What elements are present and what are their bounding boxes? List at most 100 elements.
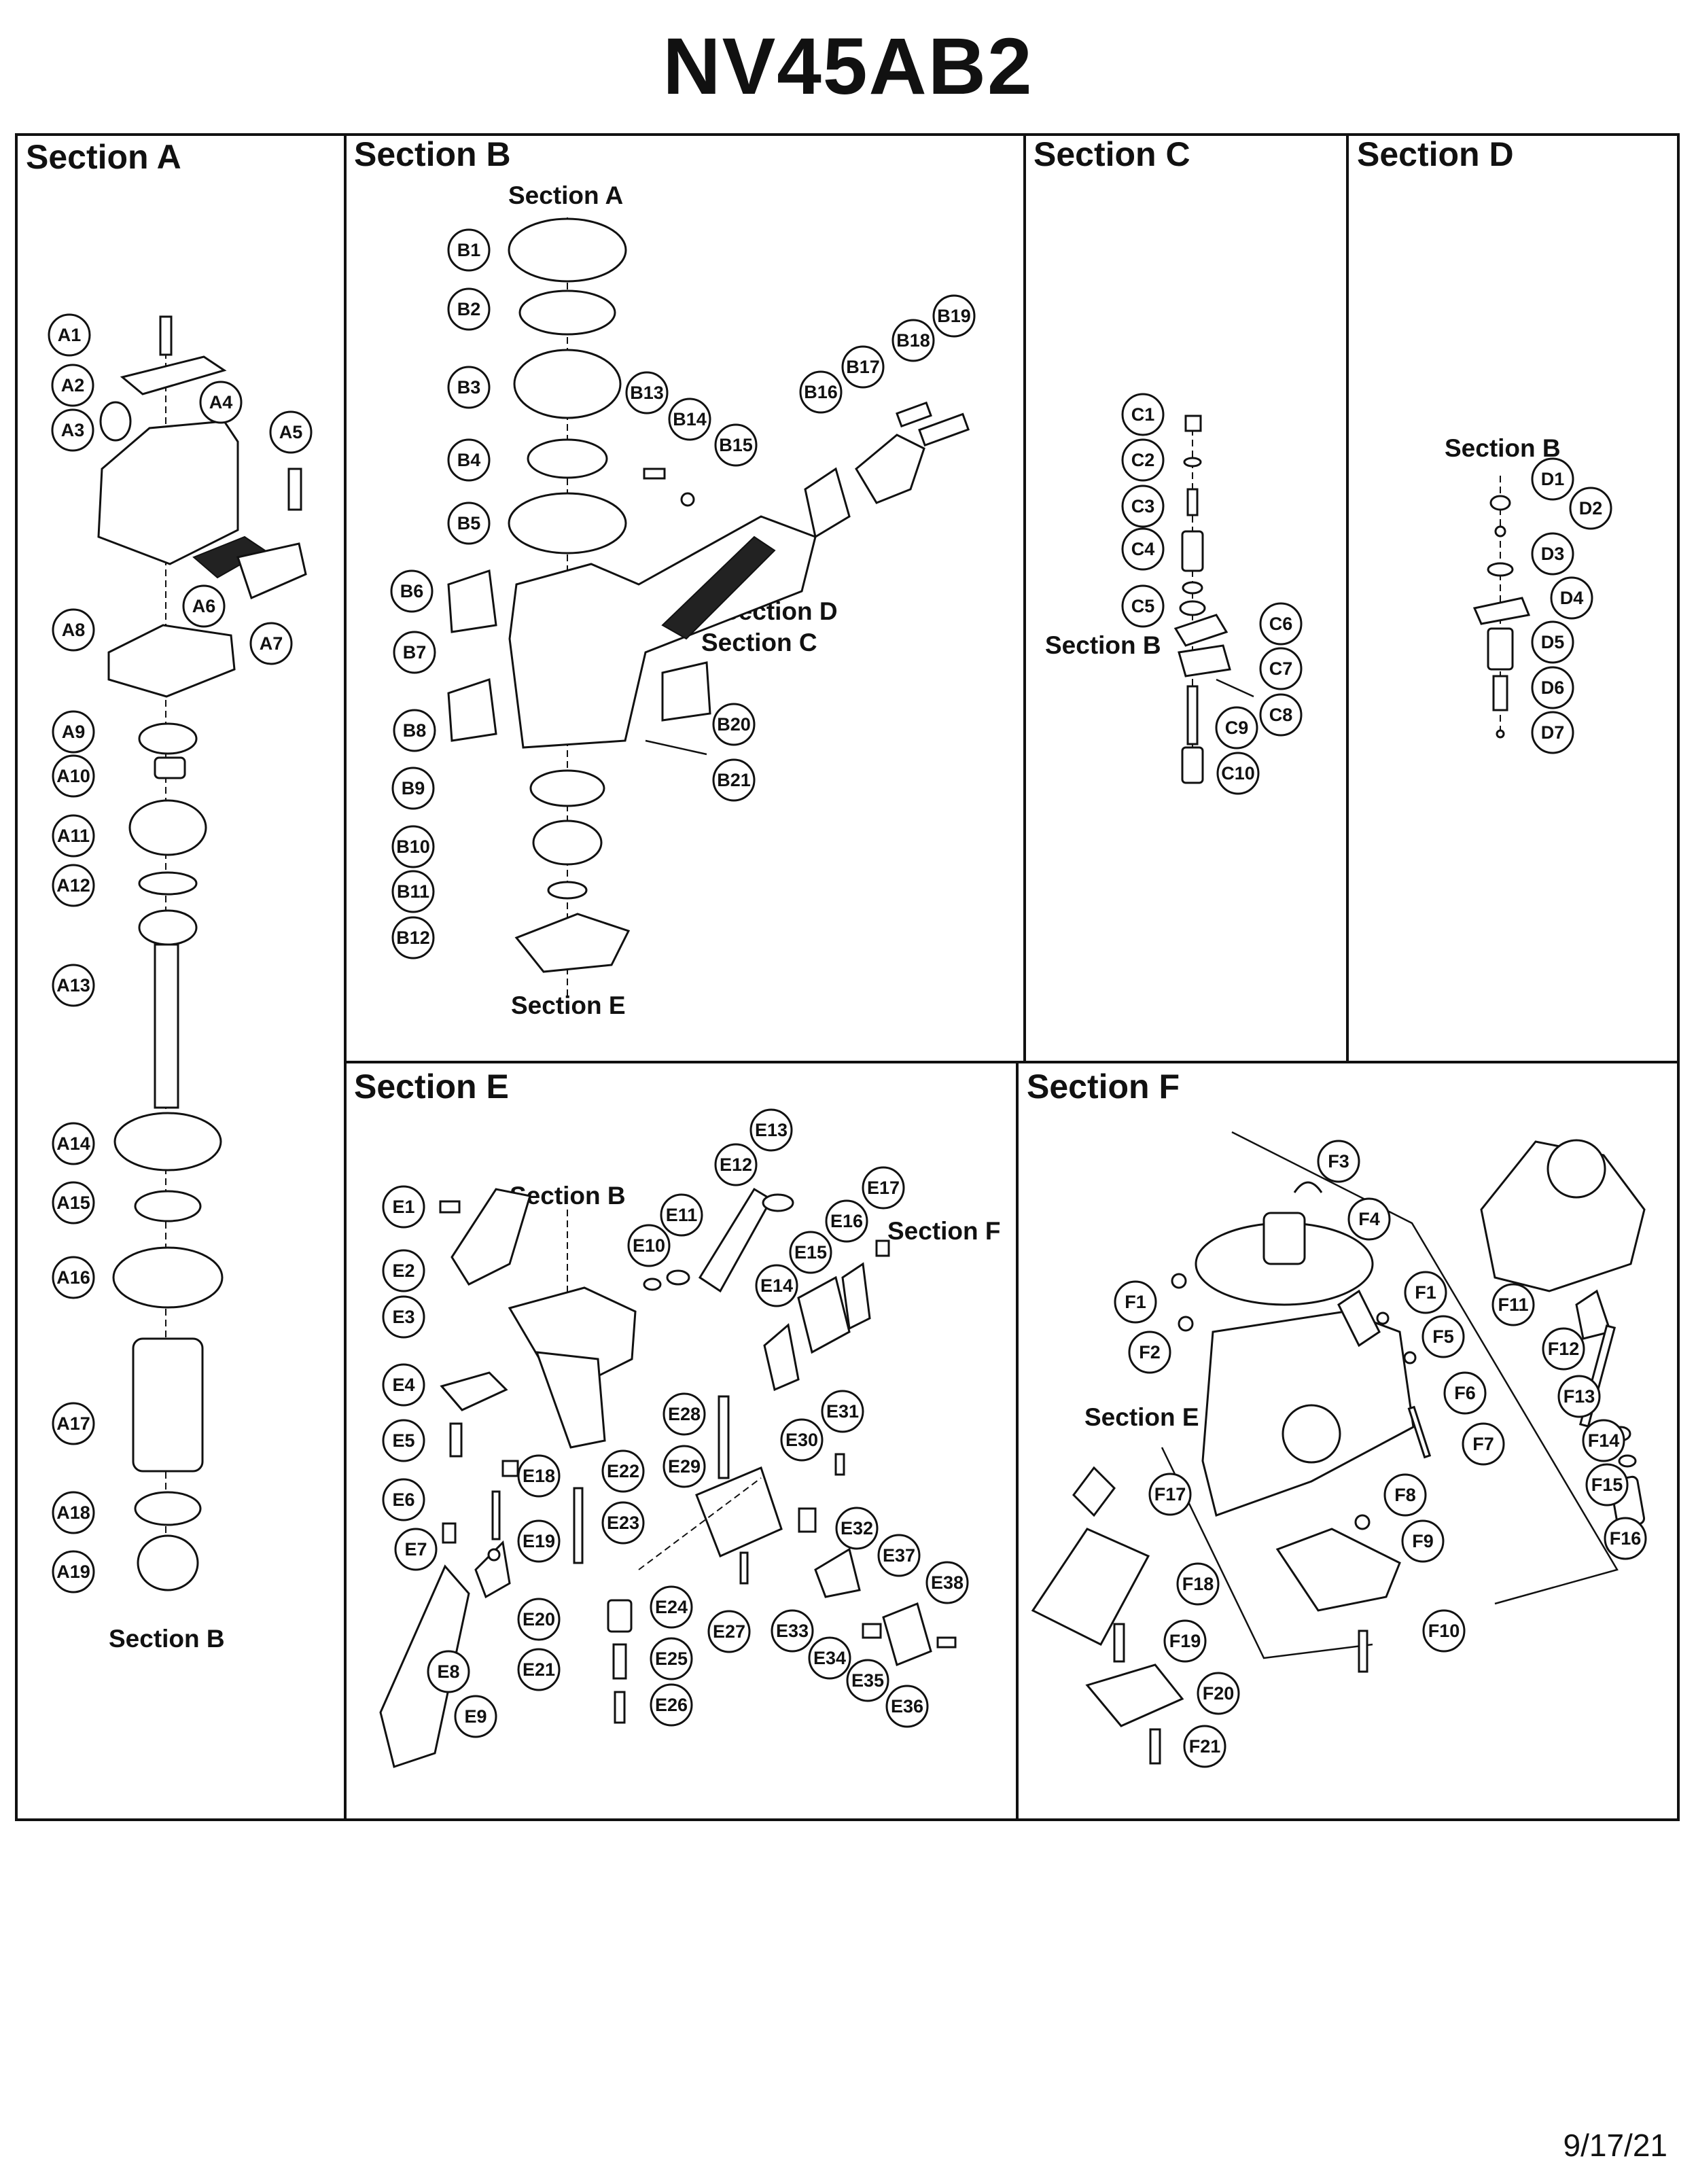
callout-circle [52,814,95,858]
callout-e34: E34 [808,1636,851,1680]
callout-f14: F14 [1582,1419,1625,1462]
callout-circle [1163,1619,1207,1663]
page-title: NV45AB2 [662,22,1034,111]
callout-label: F13 [1564,1386,1595,1407]
callout-circle [1347,1197,1391,1241]
section-d-ref-b: Section B [1445,434,1561,462]
callout-label: A12 [56,875,90,896]
callout-label: F4 [1358,1209,1380,1229]
callout-layer: A1A2A3A4A5A6A7A8A9A10A11A12A13A14A15A16A… [48,228,1647,1768]
callout-e3: E3 [382,1295,425,1339]
callout-label: E6 [392,1490,414,1510]
callout-circle [825,1199,868,1243]
callout-label: C1 [1131,404,1155,425]
callout-e4: E4 [382,1363,425,1407]
callout-label: F9 [1412,1531,1434,1551]
callout-circle [877,1534,921,1577]
callout-circle [1531,666,1574,709]
callout-label: A14 [56,1133,90,1154]
callout-e24: E24 [650,1585,693,1629]
callout-label: A6 [192,596,216,616]
callout-label: E36 [891,1696,923,1716]
callout-label: F19 [1169,1631,1201,1651]
callout-label: B4 [457,450,481,470]
callout-circle [1421,1315,1465,1358]
callout-circle [1183,1725,1226,1768]
callout-f12: F12 [1542,1327,1585,1371]
callout-circle [1491,1283,1535,1326]
section-a-ref-b: Section B [109,1625,225,1653]
callout-d2: D2 [1569,487,1612,530]
callout-circle [454,1695,497,1738]
callout-circle [780,1418,824,1462]
callout-b9: B9 [391,767,435,810]
callout-c1: C1 [1121,393,1165,436]
callout-label: F8 [1394,1485,1416,1505]
callout-b7: B7 [393,631,436,674]
callout-circle [1383,1473,1427,1517]
callout-circle [846,1659,889,1702]
callout-f1: F1 [1404,1271,1447,1314]
callout-e8: E8 [427,1650,470,1693]
callout-label: F17 [1154,1484,1186,1504]
section-d-title: Section D [1357,135,1514,173]
callout-circle [601,1449,645,1493]
callout-e5: E5 [382,1419,425,1462]
callout-circle [1259,647,1303,690]
callout-label: E1 [392,1197,414,1217]
callout-circle [662,1392,706,1436]
callout-circle [1215,706,1258,750]
callout-circle [447,228,491,272]
callout-label: E37 [883,1545,915,1566]
callout-label: F20 [1203,1683,1235,1704]
callout-circle [749,1108,793,1152]
footer-date: 9/17/21 [1563,2128,1667,2163]
callout-circle [382,1295,425,1339]
callout-a2: A2 [51,364,94,407]
callout-label: A11 [57,826,90,846]
callout-circle [1148,1473,1192,1516]
callout-label: D5 [1541,632,1565,652]
callout-circle [391,767,435,810]
section-a-drawing [97,315,307,1591]
callout-e12: E12 [714,1143,758,1186]
callout-label: E30 [785,1430,818,1450]
callout-circle [650,1637,693,1680]
callout-b1: B1 [447,228,491,272]
section-f-title: Section F [1027,1068,1180,1106]
callout-e7: E7 [394,1528,438,1571]
callout-d6: D6 [1531,666,1574,709]
callout-label: A10 [56,766,90,786]
callout-e27: E27 [707,1610,751,1653]
section-b-ref-c: Section C [701,629,817,656]
callout-label: E15 [794,1242,827,1263]
callout-label: F18 [1182,1574,1214,1594]
callout-label: F16 [1610,1528,1642,1549]
callout-label: B18 [896,330,930,351]
callout-circle [1542,1327,1585,1371]
callout-circle [1557,1375,1601,1418]
section-e-drawing [379,1187,957,1768]
callout-label: B16 [804,382,838,402]
section-frames [15,133,1680,1821]
callout-b6: B6 [390,569,434,613]
callout-circle [755,1264,798,1307]
callout-label: D1 [1541,469,1565,489]
callout-label: B9 [402,778,425,798]
callout-label: D2 [1579,498,1603,518]
callout-circle [52,710,95,754]
callout-e21: E21 [517,1648,561,1691]
callout-a4: A4 [199,381,243,424]
callout-a12: A12 [52,864,95,907]
callout-circle [625,371,669,415]
callout-circle [52,1491,95,1534]
callout-label: A15 [56,1193,90,1213]
callout-circle [650,1683,693,1727]
callout-a17: A17 [52,1402,95,1445]
callout-b10: B10 [391,825,435,868]
callout-label: F1 [1125,1292,1146,1312]
callout-circle [269,410,313,454]
callout-circle [382,1419,425,1462]
callout-label: B10 [396,836,430,857]
callout-circle [662,1445,706,1488]
